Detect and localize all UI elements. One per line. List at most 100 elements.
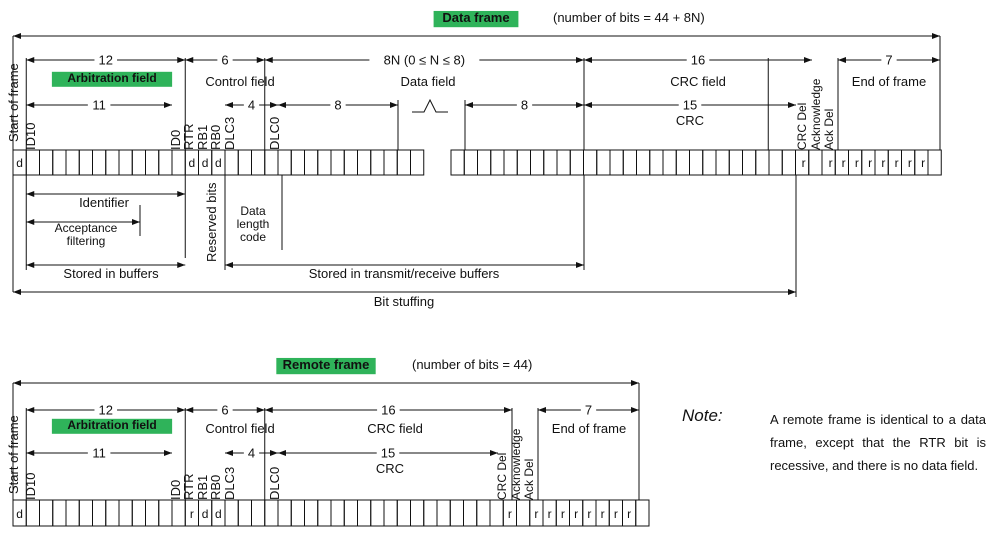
arrowhead [576,262,584,268]
rb1-cell-value: d [202,156,209,170]
arrowhead [932,33,940,39]
data-frame-right-bit-cell [728,149,743,176]
data-frame-right-bit-cell [622,149,637,176]
id0-label: ID0 [168,130,183,150]
arrowhead [270,450,278,456]
remote-id10-label: ID10 [23,473,38,500]
data-frame-left-bit-cell [396,149,411,176]
remote-identifier-count: 11 [92,446,106,461]
arrowhead [256,407,265,413]
data-length-line-1: Data [240,204,266,218]
dlc-count: 4 [248,98,255,113]
data-length-line-2: length [237,217,270,231]
eof-cell-value: r [895,156,899,170]
data-frame-left-bit-cell [39,149,54,176]
data-frame-left-bit-cell [118,149,133,176]
arrowhead [538,407,546,413]
arrowhead [13,289,21,295]
data-break-marker [412,98,448,113]
remote-arbitration-count-gap [94,400,118,415]
data-frame-left-bit-cell [78,149,93,176]
remote-crc-del-label: CRC Del [495,453,509,500]
acknowledge-label: Acknowledge [809,78,823,150]
dlc-count-gap [243,95,260,110]
arrowhead [164,450,172,456]
arrowhead [164,102,172,108]
arrowhead [270,102,278,108]
arrowhead [185,407,194,413]
crc-del-label: CRC Del [795,103,809,150]
remote-frame-bit-cell [357,499,372,527]
remote-frame-bit-cell [25,499,40,527]
arrowhead [177,191,186,197]
remote-acknowledge-label: Acknowledge [509,428,523,500]
dlc3-label: DLC3 [222,117,237,150]
eof-label: End of frame [852,74,926,89]
note-text: A remote frame is identical to a data fr… [770,412,986,473]
remote-eof-cell-value: r [601,507,605,521]
arrowhead [177,407,186,413]
data-frame-left-bit-cell [105,149,120,176]
remote-frame-bit-cell [264,499,279,527]
crc-label: CRC field [670,74,726,89]
remote-eof-cell-value: r [587,507,591,521]
data-frame-left-bit-cell [290,149,305,176]
remote-frame-bit-cell [423,499,438,527]
arrowhead [264,407,273,413]
remote-frame-bit-cell [39,499,54,527]
data-count: 8N (0 ≤ N ≤ 8) [384,53,465,68]
ack-del-label: Ack Del [822,109,836,150]
crc-del-cell-value: r [802,156,806,170]
id10-label: ID10 [23,123,38,150]
byte-count-left-gap [330,95,346,110]
arrowhead [26,407,35,413]
remote-eof-count: 7 [585,403,592,418]
bit-stuffing-label: Bit stuffing [374,294,434,309]
start-of-frame-label: Start of frame [6,63,21,142]
arrowhead [26,450,35,456]
remote-dlc0-label: DLC0 [267,467,282,500]
byte-count-right-gap [516,95,533,110]
remote-dlc-count: 4 [248,446,255,461]
sof-cell-value: d [16,156,23,170]
remote-frame-title: Remote frame [283,357,370,372]
stored-buffers-label: Stored in buffers [63,266,159,281]
arrowhead [631,407,639,413]
arrowhead [490,450,498,456]
arrowhead [504,407,512,413]
rb0-label: RB0 [208,125,223,150]
remote-arbitration-count: 12 [99,403,113,418]
eof-cell-value: r [868,156,872,170]
data-frame-right-bit-cell [477,149,492,176]
data-frame-right-bit-cell [768,149,783,176]
remote-eof-label: End of frame [552,421,626,436]
byte-count-right: 8 [521,98,528,113]
data-frame-left-bit-cell [237,149,252,176]
byte-count-left: 8 [334,98,341,113]
arrowhead [278,102,286,108]
eof-cell-value: r [921,156,925,170]
remote-frame-bit-cell [410,499,425,527]
arrowhead [576,102,584,108]
arrowhead [932,57,940,63]
data-frame-left-bit-cell [158,149,173,176]
remote-frame-bit-cell [158,499,173,527]
data-frame-left-bit-cell [52,149,67,176]
data-frame-right-bit-cell [702,149,717,176]
data-frame-left-bit-cell [145,149,160,176]
data-frame-right-bit-cell [715,149,730,176]
data-frame-right-bit-cell [675,149,690,176]
crc-seq-label: CRC [676,113,704,128]
eof-count: 7 [885,53,892,68]
note-box: Note: A remote frame is identical to a d… [682,406,987,476]
arrowhead [177,262,186,268]
crc-count: 16 [691,53,705,68]
data-frame-right-bit-cell [569,149,584,176]
data-frame-right-bit-cell [649,149,664,176]
data-frame-left-bit-cell [171,149,186,176]
eof-cell-value: r [842,156,846,170]
remote-eof-cell-value: r [614,507,618,521]
remote-dlc-count-gap [243,443,260,458]
